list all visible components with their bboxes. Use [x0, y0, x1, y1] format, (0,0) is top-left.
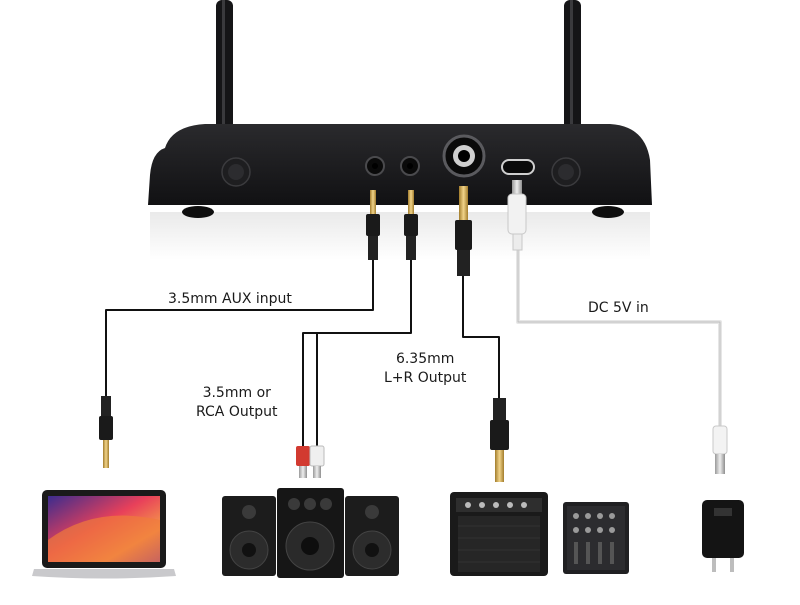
- rca-output-label: 3.5mm or RCA Output: [196, 384, 277, 422]
- dc-cable: [516, 250, 722, 428]
- aux-input-cable: [105, 258, 374, 398]
- rca-output-label-line1: 3.5mm or: [202, 385, 271, 401]
- usb-c-port: [501, 159, 535, 175]
- dc-in-label: DC 5V in: [588, 299, 649, 318]
- usb-power-adapter-icon: [702, 500, 744, 572]
- plug-rca-red: [296, 446, 310, 478]
- laptop-base: [32, 569, 176, 579]
- plug-rca-top: [404, 190, 418, 260]
- speaker-right: [345, 496, 399, 576]
- laptop-icon: [32, 490, 176, 579]
- wireless-receiver: [148, 0, 652, 260]
- output-635-label-line2: L+R Output: [384, 370, 467, 386]
- aux-input-label: 3.5mm AUX input: [168, 290, 292, 309]
- receiver-body: [148, 124, 652, 205]
- plug-usb-c: [507, 180, 527, 251]
- receiver-reflection: [150, 212, 650, 260]
- amplifier-grille: [458, 516, 540, 572]
- output-635-cable: [462, 272, 500, 400]
- plug-635-bottom: [490, 398, 509, 482]
- plug-rca-white: [309, 445, 325, 478]
- speaker-center: [277, 488, 344, 578]
- dc-in-label-text: DC 5V in: [588, 300, 649, 316]
- plug-usb-a: [712, 425, 728, 474]
- plug-635-top: [455, 186, 472, 276]
- plug-aux-bottom: [99, 396, 113, 468]
- guitar-amplifier-icon: [450, 492, 548, 576]
- output-635-label: 6.35mm L+R Output: [384, 350, 466, 388]
- output-635-label-line1: 6.35mm: [395, 351, 455, 367]
- speaker-set-icon: [222, 488, 399, 578]
- aux-input-label-text: 3.5mm AUX input: [168, 291, 292, 307]
- rca-output-label-line2: RCA Output: [196, 404, 278, 420]
- receiver-foot-left: [182, 206, 214, 218]
- plug-aux-top: [366, 190, 380, 260]
- receiver-foot-right: [592, 206, 624, 218]
- audio-mixer-icon: [563, 502, 629, 574]
- speaker-left: [222, 496, 276, 576]
- cables: [105, 250, 722, 448]
